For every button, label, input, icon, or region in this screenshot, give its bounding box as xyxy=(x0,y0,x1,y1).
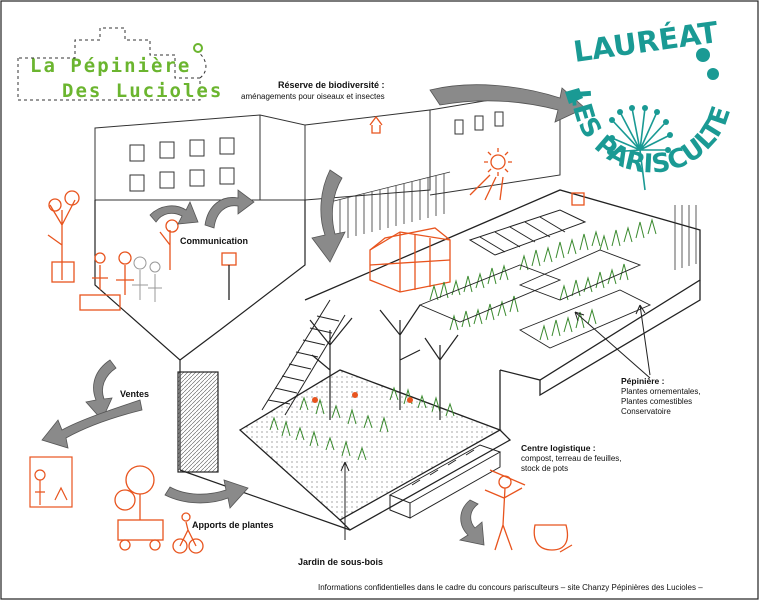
platform xyxy=(240,190,700,530)
sun-icon xyxy=(470,148,512,200)
pepiniere-line-3: Conservatoire xyxy=(621,407,671,417)
svg-text:LAURÉAT: LAURÉAT xyxy=(571,15,720,69)
apports-label: Apports de plantes xyxy=(192,520,274,531)
nursery-plants xyxy=(430,220,656,340)
footer-note: Informations confidentielles dans le cad… xyxy=(318,583,703,592)
jardin-label: Jardin de sous-bois xyxy=(298,557,383,568)
logo-line-1: La Pépinière xyxy=(30,55,191,77)
pepiniere-title: Pépinière : xyxy=(621,376,664,387)
arrow-apports xyxy=(165,480,248,508)
greenhouse xyxy=(370,228,450,292)
plant-delivery-sketch xyxy=(115,466,203,553)
back-fence xyxy=(330,172,696,270)
left-gray-figures xyxy=(132,257,162,302)
arrow-reserve xyxy=(430,85,585,122)
reserve-description: aménagements pour oiseaux et insectes xyxy=(241,92,385,102)
arrow-logistics xyxy=(460,500,484,545)
logo-dot xyxy=(194,44,202,52)
logo-line-2: Des Lucioles xyxy=(62,80,223,102)
tunnel xyxy=(470,210,585,255)
centre-title: Centre logistique : xyxy=(521,443,596,454)
pepiniere-line-2: Plantes comestibles xyxy=(621,397,692,407)
worker-sketch xyxy=(485,470,572,552)
sales-sketch xyxy=(30,457,72,507)
ventes-label: Ventes xyxy=(120,389,149,400)
reserve-title: Réserve de biodiversité : xyxy=(278,80,385,91)
arrow-comm-right xyxy=(205,190,254,228)
pepiniere-line-1: Plantes ornementales, xyxy=(621,387,701,397)
centre-line-1: compost, terreau de feuilles, xyxy=(521,454,622,464)
centre-line-2: stock de pots xyxy=(521,464,568,474)
communication-label: Communication xyxy=(180,236,248,247)
communication-sign xyxy=(222,253,236,300)
